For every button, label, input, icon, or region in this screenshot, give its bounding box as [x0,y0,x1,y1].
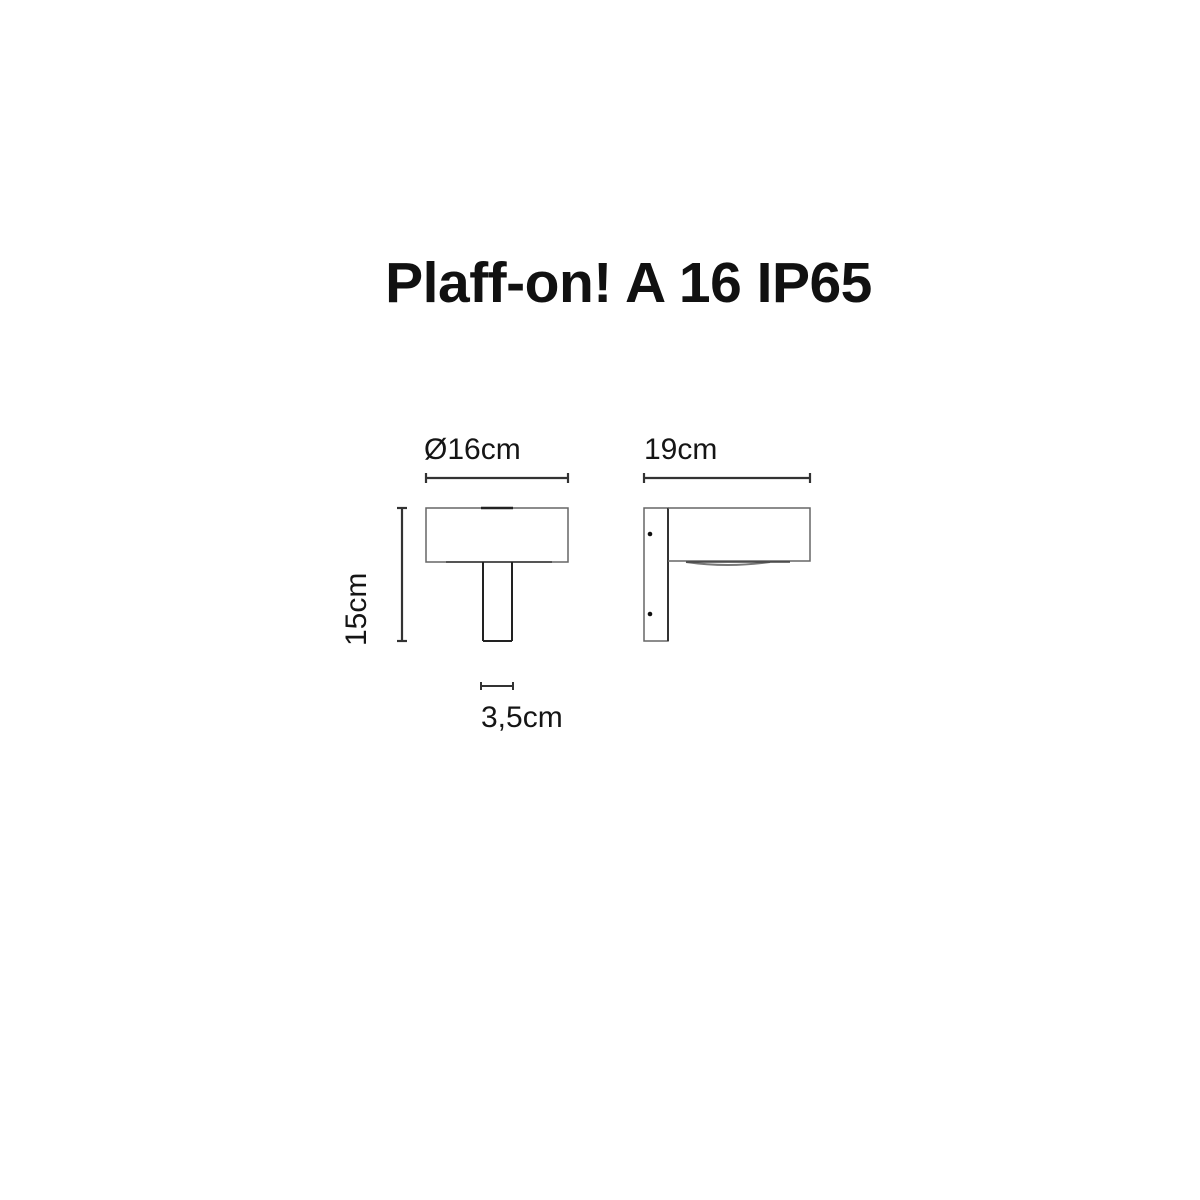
diameter-dimension-line [424,473,570,483]
front-view-lamp-head [425,506,569,563]
stem-width-label: 3,5cm [481,701,563,734]
front-view-stem [482,562,513,642]
depth-dimension-line [642,473,812,483]
screw-hole-icon [647,531,653,537]
height-dimension-line [397,506,407,643]
stem-width-dimension-line [480,682,514,690]
diameter-label: Ø16cm [424,433,521,466]
screw-hole-icon [647,611,653,617]
side-view-lamp-head [668,507,811,566]
product-title: Plaff-on! A 16 IP65 [385,251,872,315]
side-view-wall-plate [643,507,669,642]
depth-label: 19cm [644,433,718,466]
